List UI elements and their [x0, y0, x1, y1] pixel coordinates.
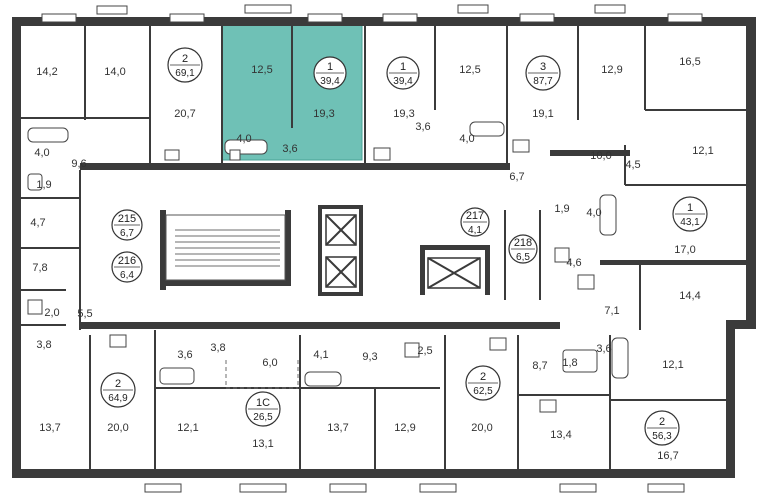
room-area-label: 6,0	[262, 357, 277, 369]
room-area-label: 3,6	[177, 349, 192, 361]
apartment-area: 43,1	[680, 217, 700, 228]
room-area-label: 12,9	[601, 64, 622, 76]
room-area-label: 19,3	[313, 108, 334, 120]
room-area-label: 6,7	[509, 171, 524, 183]
room-area-label: 4,0	[236, 133, 251, 145]
room-area-label: 2,5	[417, 345, 432, 357]
core	[160, 205, 541, 300]
apartment-badge[interactable]: 143,1	[672, 196, 708, 232]
room-area-label: 12,1	[692, 145, 713, 157]
room-area-label: 4,0	[34, 147, 49, 159]
room-area-label: 3,6	[282, 143, 297, 155]
room-area-label: 20,0	[107, 422, 128, 434]
room-area-label: 13,7	[39, 422, 60, 434]
apartment-area: 4,1	[468, 225, 482, 236]
room-area-label: 13,4	[550, 429, 571, 441]
room-area-label: 4,1	[313, 349, 328, 361]
room-area-label: 1,9	[554, 203, 569, 215]
room-area-label: 5,5	[77, 308, 92, 320]
room-area-label: 13,1	[252, 438, 273, 450]
fixtures	[27, 121, 629, 413]
apartment-badge[interactable]: 387,7	[525, 55, 561, 91]
room-area-label: 3,8	[36, 339, 51, 351]
apartment-badge[interactable]: 139,4	[386, 56, 420, 90]
apartment-rooms: 3	[540, 61, 546, 73]
apartment-area: 69,1	[175, 68, 195, 79]
apartment-rooms: 1	[327, 61, 333, 73]
apartment-badge[interactable]: 256,3	[644, 410, 680, 446]
apartment-rooms: 215	[118, 213, 136, 225]
apartment-badge[interactable]: 139,4	[313, 56, 347, 90]
apartment-area: 39,4	[393, 76, 413, 87]
apartment-rooms: 2	[182, 53, 188, 65]
room-area-label: 4,0	[459, 133, 474, 145]
apartment-rooms: 217	[466, 210, 484, 222]
room-area-label: 4,7	[30, 217, 45, 229]
room-area-label: 17,0	[674, 244, 695, 256]
room-area-label: 2,0	[44, 307, 59, 319]
room-area-label: 13,7	[327, 422, 348, 434]
room-area-label: 9,6	[71, 158, 86, 170]
room-area-label: 12,5	[459, 64, 480, 76]
windows	[41, 4, 703, 493]
partitions	[21, 26, 746, 469]
apartment-area: 87,7	[533, 76, 553, 87]
room-area-label: 10,0	[590, 150, 611, 162]
apartment-rooms: 218	[514, 237, 532, 249]
apartment-rooms: 216	[118, 255, 136, 267]
apartment-area: 64,9	[108, 393, 128, 404]
room-area-label: 1,9	[36, 179, 51, 191]
room-area-label: 14,0	[104, 66, 125, 78]
apartment-rooms: 2	[115, 378, 121, 390]
apartment-rooms: 2	[480, 371, 486, 383]
room-area-label: 1,8	[562, 357, 577, 369]
apartment-area: 6,5	[516, 252, 530, 263]
apartment-area: 62,5	[473, 386, 493, 397]
room-area-label: 16,7	[657, 450, 678, 462]
room-area-label: 14,4	[679, 290, 700, 302]
apartment-area: 6,4	[120, 270, 134, 281]
room-area-label: 20,0	[471, 422, 492, 434]
apartment-area: 26,5	[253, 412, 273, 423]
room-area-label: 19,3	[393, 108, 414, 120]
apartment-badge[interactable]: 264,9	[100, 372, 136, 408]
room-area-label: 12,1	[177, 422, 198, 434]
apartment-area: 56,3	[652, 431, 672, 442]
room-area-label: 8,7	[532, 360, 547, 372]
room-area-label: 20,7	[174, 108, 195, 120]
room-area-label: 7,1	[604, 305, 619, 317]
room-area-label: 19,1	[532, 108, 553, 120]
room-area-label: 14,2	[36, 66, 57, 78]
room-area-label: 12,9	[394, 422, 415, 434]
room-area-label: 3,8	[210, 342, 225, 354]
room-area-label: 16,5	[679, 56, 700, 68]
room-area-label: 12,1	[662, 359, 683, 371]
room-area-label: 4,0	[586, 207, 601, 219]
apartment-rooms: 1	[400, 61, 406, 73]
room-area-label: 4,6	[566, 257, 581, 269]
room-area-label: 9,3	[362, 351, 377, 363]
apartment-badge[interactable]: 262,5	[465, 365, 501, 401]
apartment-badge[interactable]: 269,1	[167, 47, 203, 83]
room-area-label: 7,8	[32, 262, 47, 274]
apartment-badge[interactable]: 1С 26,5	[245, 391, 281, 427]
apartment-rooms: 1	[687, 202, 693, 214]
apartment-area: 39,4	[320, 76, 340, 87]
room-area-label: 12,5	[251, 64, 272, 76]
apartment-rooms: 2	[659, 416, 665, 428]
apartment-area: 6,7	[120, 228, 134, 239]
apartment-labels: 269,1139,4139,4387,7143,12156,72166,4217…	[100, 47, 708, 446]
corridor-walls	[80, 150, 746, 329]
room-area-label: 4,5	[625, 159, 640, 171]
room-area-label: 3,6	[415, 121, 430, 133]
apartment-rooms: 1С	[256, 397, 270, 409]
room-area-label: 3,6	[596, 343, 611, 355]
